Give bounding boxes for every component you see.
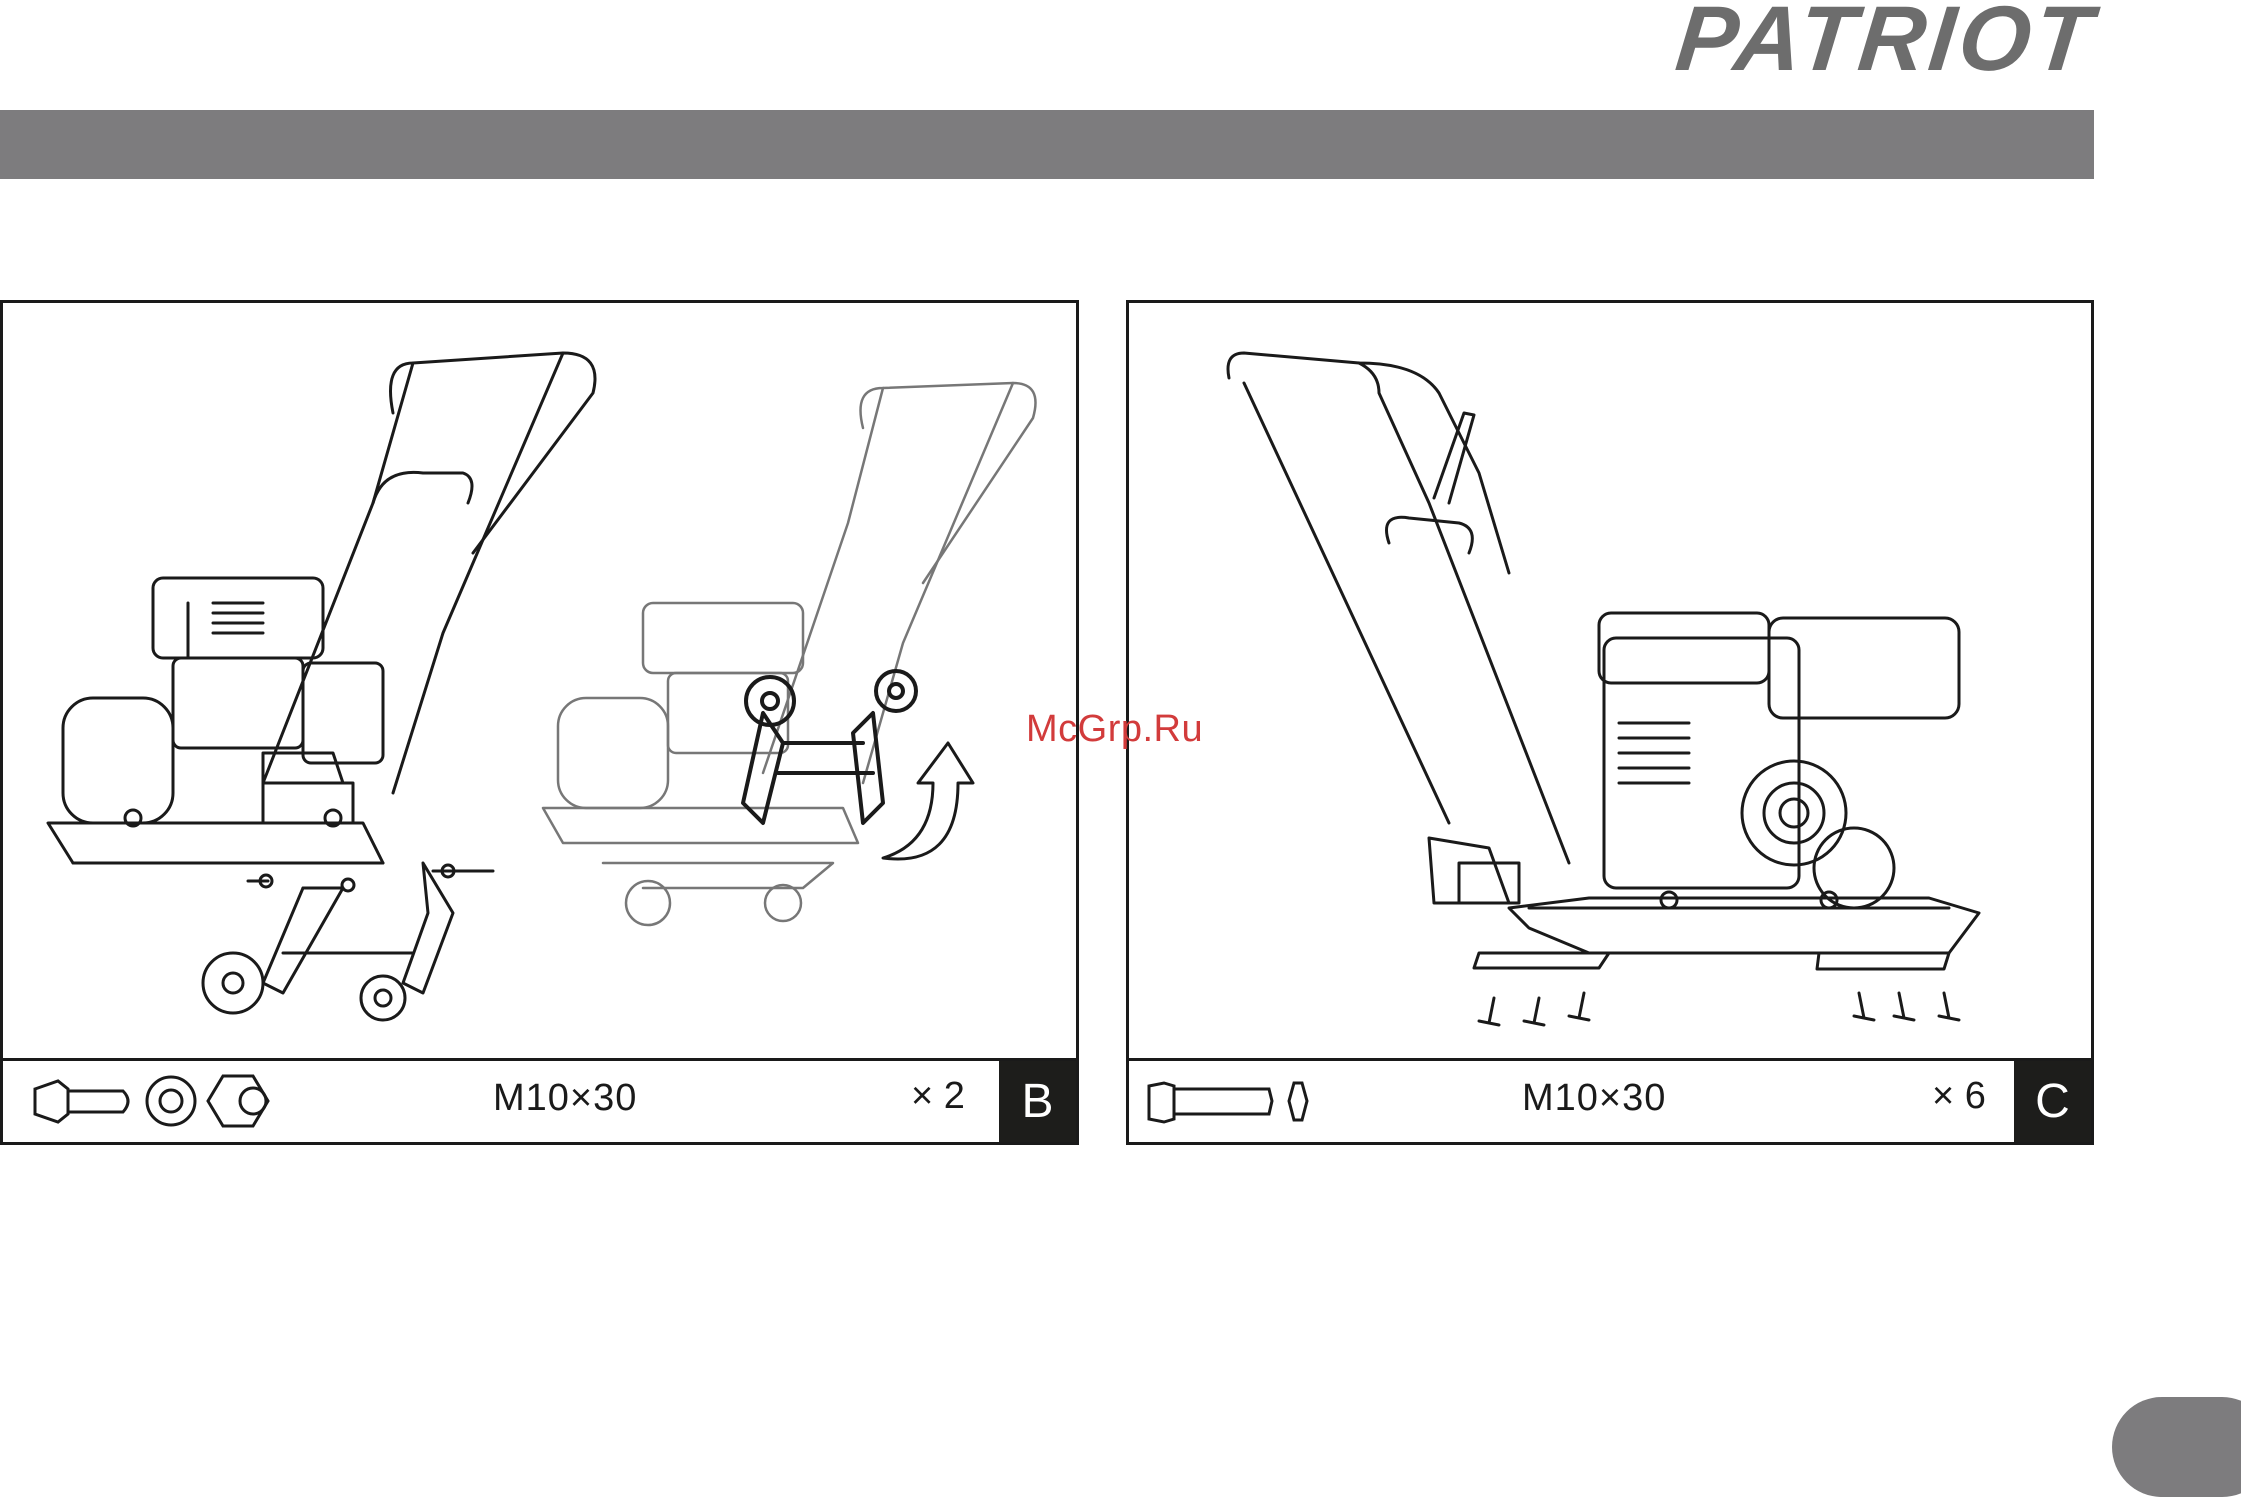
nut-icon (208, 1076, 268, 1126)
step-letter-c: C (2014, 1061, 2091, 1142)
assembly-panel-b: M10×30 × 2 B (0, 300, 1079, 1145)
compactor-drawing-left (48, 353, 595, 1020)
fastener-spec: M10×30 (1522, 1077, 1666, 1120)
compactor-drawing-right (543, 383, 1036, 925)
fastener-bar-b: M10×30 × 2 B (3, 1058, 1076, 1142)
rubber-plates (1474, 953, 1949, 969)
compactor-drawing-c (1228, 353, 1979, 953)
wheel-kit-illustration (3, 303, 1076, 1061)
page-tab (2112, 1397, 2241, 1497)
washer-icon (147, 1077, 195, 1125)
washer-icon (1289, 1083, 1307, 1120)
wheel-kit-raised (743, 671, 916, 823)
plate-mount-illustration (1129, 303, 2091, 1061)
bolt-washer-nut-icons (13, 1061, 293, 1142)
fastener-bar-c: M10×30 × 6 C (1129, 1058, 2091, 1142)
fastener-spec: M10×30 (493, 1077, 637, 1120)
bolt-icon (1149, 1083, 1272, 1122)
fastener-quantity: × 6 (1932, 1075, 1986, 1118)
rotate-arrow (883, 743, 973, 859)
watermark-text: McGrp.Ru (1026, 708, 1203, 751)
patriot-logo: PATRIOT (1586, 0, 2099, 78)
assembly-panel-c: M10×30 × 6 C (1126, 300, 2094, 1145)
fastener-quantity: × 2 (911, 1075, 965, 1118)
bolt-icon (35, 1081, 128, 1122)
bolts-c (1479, 993, 1959, 1025)
bolt-washer-icons (1139, 1061, 1319, 1142)
step-letter-b: B (999, 1061, 1076, 1142)
header-band (0, 110, 2094, 179)
